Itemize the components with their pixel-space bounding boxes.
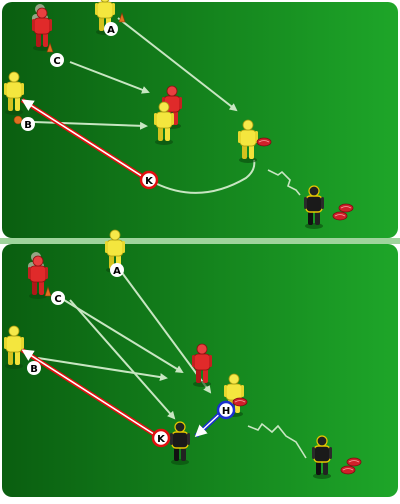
ball-icon	[338, 203, 354, 213]
ball-icon	[256, 137, 272, 147]
ball-icon	[346, 457, 362, 467]
label-c: C	[51, 291, 65, 305]
label-b: B	[21, 117, 35, 131]
label-b: B	[27, 361, 41, 375]
svg-text:C: C	[53, 56, 60, 67]
svg-text:B: B	[24, 120, 32, 131]
zigzag-path	[247, 422, 307, 459]
svg-text:H: H	[222, 406, 230, 417]
svg-text:A: A	[113, 266, 121, 277]
pass-arrow	[21, 99, 149, 181]
svg-text:A: A	[107, 25, 115, 36]
run-line-a	[117, 17, 238, 112]
ball-icon	[232, 397, 248, 407]
svg-text:K: K	[145, 176, 154, 187]
panel-bottom: A C B K H	[2, 229, 398, 497]
label-a: A	[110, 263, 124, 277]
ball-icon	[13, 115, 23, 125]
label-k: K	[151, 428, 171, 448]
panel-divider	[0, 238, 400, 244]
dribble-path	[154, 159, 256, 194]
svg-text:C: C	[54, 294, 61, 305]
label-h: H	[216, 400, 236, 420]
ball-icon	[340, 465, 356, 475]
run-line-c2	[69, 299, 176, 420]
pitch-top	[2, 2, 398, 238]
run-line-b	[33, 121, 148, 130]
zigzag-path	[267, 169, 301, 196]
svg-text:K: K	[157, 434, 166, 445]
label-a: A	[104, 22, 118, 36]
panel-top: A C B K	[2, 0, 398, 238]
run-line-c	[69, 61, 150, 94]
pass-arrow	[21, 349, 161, 439]
run-line-b	[37, 357, 168, 382]
svg-text:B: B	[30, 364, 38, 375]
label-k: K	[139, 170, 159, 190]
ball-icon	[332, 211, 348, 221]
run-line-a	[119, 269, 212, 394]
run-line-c	[63, 299, 184, 374]
label-c: C	[50, 53, 64, 67]
